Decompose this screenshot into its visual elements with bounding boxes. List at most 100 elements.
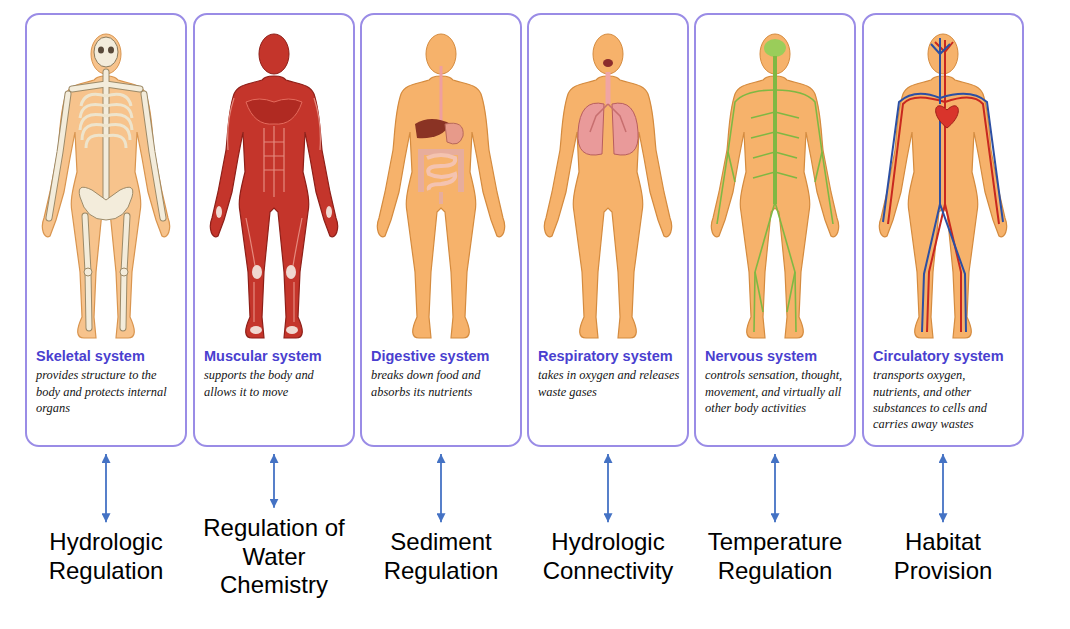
system-heading: Respiratory system (538, 348, 680, 365)
circulatory-figure (879, 34, 1006, 338)
system-panel: Digestive system breaks down food and abs… (360, 13, 522, 447)
double-arrow (607, 454, 609, 522)
skeleton-figure-part-part (103, 72, 110, 204)
nervous-figure-part-part (728, 152, 822, 312)
digestive-figure (377, 34, 504, 338)
function-text: Temperature Regulation (692, 528, 858, 586)
double-arrow (942, 454, 944, 522)
nervous-figure-part-part (751, 112, 799, 178)
digestive-figure-part (421, 152, 461, 192)
circulatory-figure-part (883, 38, 1003, 332)
function-label: Regulation of Water Chemistry (191, 514, 357, 600)
respiratory-figure-part (590, 104, 626, 132)
system-panel: Respiratory system takes in oxygen and re… (527, 13, 689, 447)
skeleton-figure-part-part (104, 72, 109, 204)
skeleton-figure-part-part (85, 216, 127, 328)
circulatory-figure-part-part (883, 94, 1003, 222)
function-label: Sediment Regulation (358, 528, 524, 586)
system-description: takes in oxygen and releases waste gases (538, 367, 680, 399)
system-description: supports the body and allows it to move (204, 367, 346, 399)
digestive-figure-part (427, 155, 455, 190)
muscle-figure-part-part (250, 326, 262, 334)
double-arrow (105, 454, 107, 522)
respiratory-figure-part (593, 34, 623, 74)
skeleton-figure-part-part (86, 135, 126, 148)
digestive-figure-part (439, 192, 443, 204)
muscle-figure-part (210, 76, 337, 338)
skeleton-figure-part (94, 37, 118, 67)
skeleton-figure-part-part (85, 216, 127, 328)
skeleton-figure-part (80, 94, 132, 148)
muscle-figure-part-part (286, 265, 296, 279)
circulatory-figure-part-part (931, 38, 950, 104)
function-text: Regulation of Water Chemistry (191, 514, 357, 600)
system-description: transports oxygen, nutrients, and other … (873, 367, 1015, 432)
system-description: breaks down food and absorbs its nutrien… (371, 367, 513, 399)
muscle-figure-part (259, 34, 289, 74)
double-arrow (440, 454, 442, 522)
respiratory-figure-part (603, 59, 613, 67)
circulatory-figure-part (879, 76, 1006, 338)
skeleton-figure-part (108, 47, 114, 54)
system-panel: Nervous system controls sensation, though… (694, 13, 856, 447)
muscle-figure-part-part (286, 326, 298, 334)
double-arrow (273, 454, 275, 508)
muscle-figure-part-part (264, 142, 284, 170)
muscle-figure-part (246, 99, 302, 124)
skeleton-figure-part (42, 76, 169, 338)
system-description: provides structure to the body and prote… (36, 367, 178, 415)
muscle-figure-part-part (254, 282, 294, 322)
system-heading: Skeletal system (36, 348, 178, 365)
circulatory-figure-part (936, 106, 959, 128)
digestive-figure-part (440, 66, 443, 124)
function-text: Sediment Regulation (358, 528, 524, 586)
system-panel: Muscular system supports the body and all… (193, 13, 355, 447)
muscle-figure-part-part (264, 126, 284, 197)
system-panel: Circulatory system transports oxygen, nut… (862, 13, 1024, 447)
skeleton-figure (42, 34, 169, 338)
system-heading: Muscular system (204, 348, 346, 365)
nervous-figure-part (764, 39, 786, 57)
muscle-figure-part-part (216, 206, 222, 218)
function-text: Habitat Provision (860, 528, 1026, 586)
system-heading: Digestive system (371, 348, 513, 365)
system-panel: Skeletal system provides structure to the… (25, 13, 187, 447)
circulatory-figure-part-part (922, 116, 966, 332)
respiratory-figure (544, 34, 671, 338)
function-text: Hydrologic Regulation (23, 528, 189, 586)
function-label: Habitat Provision (860, 528, 1026, 586)
muscle-figure-part-part (326, 206, 332, 218)
function-text: Hydrologic Connectivity (525, 528, 691, 586)
function-label: Temperature Regulation (692, 528, 858, 586)
function-label: Hydrologic Regulation (23, 528, 189, 586)
muscle-figure-part (228, 98, 321, 322)
skeleton-figure-part (91, 34, 121, 74)
system-description: controls sensation, thought, movement, a… (705, 367, 847, 415)
skeleton-figure-part (98, 47, 104, 54)
muscle-figure-part-part (228, 98, 321, 150)
respiratory-figure-part (544, 76, 671, 338)
circulatory-figure-part-part (927, 114, 961, 332)
circulatory-figure-part (928, 34, 958, 74)
skeleton-figure-part (84, 268, 92, 276)
skeleton-figure-part-part (72, 84, 140, 89)
nervous-figure (711, 34, 838, 338)
skeleton-figure-part (120, 268, 128, 276)
skeleton-figure-part (49, 72, 163, 328)
skeleton-figure-part (79, 187, 133, 220)
double-arrow (774, 454, 776, 522)
muscle-figure-part-part (252, 265, 262, 279)
muscle-figure (210, 34, 337, 338)
function-label: Hydrologic Connectivity (525, 528, 691, 586)
nervous-figure-part (773, 56, 777, 204)
skeleton-figure-part (49, 72, 163, 328)
system-heading: Nervous system (705, 348, 847, 365)
system-heading: Circulatory system (873, 348, 1015, 365)
respiratory-figure-part (606, 72, 611, 104)
muscle-figure-part (216, 206, 332, 334)
nervous-figure-part-part (754, 202, 796, 332)
nervous-figure-part (717, 90, 833, 332)
circulatory-figure-part-part (888, 97, 999, 224)
